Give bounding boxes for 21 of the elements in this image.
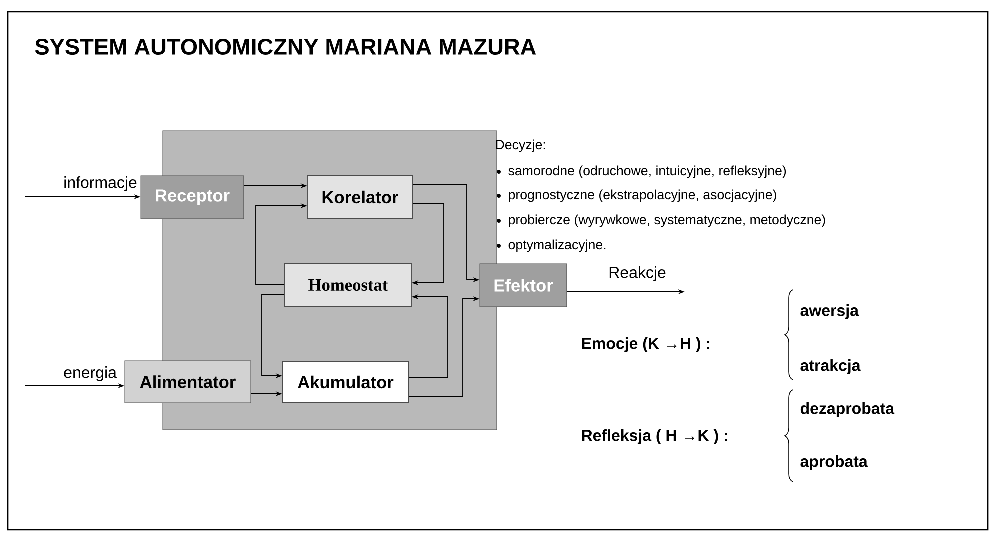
process-box: Alimentator xyxy=(124,360,252,404)
bullet-item: samorodne (odruchowe, intuicyjne, refleksyjne) xyxy=(508,166,786,178)
edge-label: Reakcje xyxy=(610,266,666,282)
bullet-item: probiercze (wyrywkowe, systematyczne, metodyczne) xyxy=(509,214,826,228)
bullet-item: prognostyczne (ekstrapolacyjne, asocjacyjne) xyxy=(509,190,776,202)
label: awersja xyxy=(800,304,860,320)
process-box: Receptor xyxy=(140,176,244,220)
bullet-item: optymalizacyjne. xyxy=(508,240,606,252)
label: dezaprobata xyxy=(800,402,895,418)
process-box: Korelator xyxy=(307,176,414,219)
edge-label: energia xyxy=(64,366,117,382)
edge-label: informacje xyxy=(64,176,137,192)
process-box: Akumulator xyxy=(282,361,410,404)
label: Refleksja ( H →K ) : xyxy=(582,430,728,444)
label: atrakcja xyxy=(800,360,861,374)
label: Emocje (K →H ) : xyxy=(582,338,710,352)
process-box: Efektor xyxy=(480,264,568,308)
title: SYSTEM AUTONOMICZNY MARIANA MAZURA xyxy=(35,38,536,56)
label: Decyzje: xyxy=(496,140,546,152)
process-box: Homeostat xyxy=(284,264,412,307)
label: aprobata xyxy=(800,456,868,470)
